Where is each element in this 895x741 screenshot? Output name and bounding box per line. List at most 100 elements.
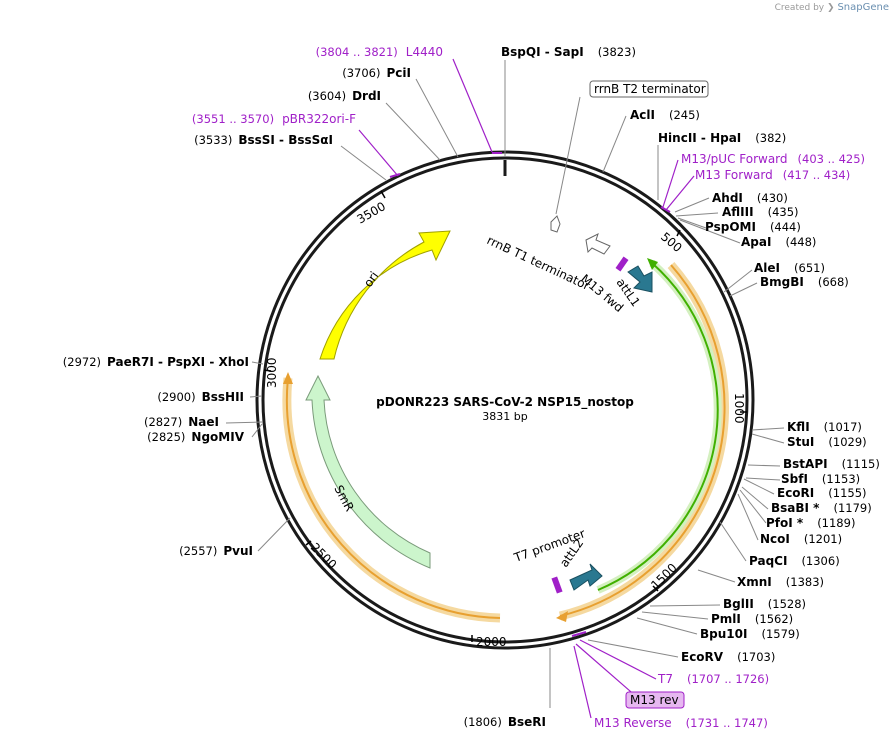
site-pos: (1017) bbox=[824, 420, 862, 434]
site-apai[interactable]: ApaI(448) bbox=[741, 235, 816, 249]
site-pos: (1153) bbox=[822, 472, 860, 486]
site-name: BspQI - SapI bbox=[501, 45, 584, 59]
snapgene-credit: Created by ❯ SnapGene bbox=[775, 2, 889, 13]
site-pspomi[interactable]: PspOMI (444) bbox=[705, 220, 801, 234]
site-name: XmnI bbox=[737, 575, 772, 589]
site-name: AleI bbox=[754, 261, 780, 275]
site-ecori[interactable]: EcoRI (1155) bbox=[777, 486, 867, 500]
site-pos: (1383) bbox=[786, 575, 824, 589]
primer-name: M13 Reverse bbox=[594, 716, 672, 730]
site-paqci[interactable]: PaqCI(1306) bbox=[749, 554, 840, 568]
ori-feature: ori bbox=[319, 230, 451, 360]
site-name: SbfI bbox=[781, 472, 808, 486]
site-pos: (444) bbox=[770, 220, 801, 234]
smr-label: SmR bbox=[331, 483, 356, 514]
site-name: KflI bbox=[787, 420, 810, 434]
site-name: PaeR7I - PspXI - XhoI bbox=[107, 355, 249, 369]
site-pos: (3823) bbox=[598, 45, 636, 59]
site-pos: (1579) bbox=[761, 627, 799, 641]
primer-pos: (403 .. 425) bbox=[798, 152, 866, 166]
site-pfoi[interactable]: PfoI * (1189) bbox=[766, 516, 855, 530]
site-name: BglII bbox=[723, 597, 754, 611]
site-pos: (1528) bbox=[768, 597, 806, 611]
site-ecorv[interactable]: EcoRV(1703) bbox=[681, 650, 775, 664]
site-pos: (1201) bbox=[804, 532, 842, 546]
site-name: PspOMI bbox=[705, 220, 756, 234]
ori-label: ori bbox=[361, 269, 381, 290]
primer-m13-forward[interactable]: M13 Forward (417 .. 434) bbox=[695, 168, 850, 182]
site-name: BstAPI bbox=[783, 457, 828, 471]
site-bsshii[interactable]: (2900)BssHII bbox=[157, 390, 244, 404]
site-pos: (245) bbox=[669, 108, 700, 122]
site-bpu10i[interactable]: Bpu10I (1579) bbox=[700, 627, 800, 641]
site-stui[interactable]: StuI(1029) bbox=[787, 435, 867, 449]
site-pos: (1115) bbox=[842, 457, 880, 471]
site-bseri[interactable]: (1806)BseRI bbox=[464, 715, 546, 729]
tick-label: 1000 bbox=[732, 393, 746, 424]
site-sapi[interactable]: BspQI - SapI (3823) bbox=[501, 45, 636, 59]
credit-brand: SnapGene bbox=[837, 2, 889, 13]
site-pos: (1155) bbox=[828, 486, 866, 500]
rrnb-t2-box bbox=[589, 80, 709, 98]
primer-pos: (417 .. 434) bbox=[783, 168, 851, 182]
site-name: EcoRI bbox=[777, 486, 814, 500]
site-pos: (3706) bbox=[342, 66, 380, 80]
site-pos: (1562) bbox=[755, 612, 793, 626]
site-name: PciI bbox=[387, 66, 412, 80]
primer-m13-puc-forward[interactable]: M13/pUC Forward(403 .. 425) bbox=[681, 152, 865, 166]
site-name: BsaBI * bbox=[771, 501, 820, 515]
site-name: HincII - HpaI bbox=[658, 131, 741, 145]
site-xhoi[interactable]: (2972)PaeR7I - PspXI - XhoI bbox=[63, 355, 249, 369]
primer-t7[interactable]: T7(1707 .. 1726) bbox=[657, 672, 769, 686]
smr-feature: SmR bbox=[305, 374, 431, 569]
primer-pos: (3551 .. 3570) bbox=[192, 112, 274, 126]
site-pos: (1189) bbox=[817, 516, 855, 530]
site-drdi[interactable]: (3604)DrdI bbox=[308, 89, 381, 103]
site-name: BmgBI bbox=[760, 275, 804, 289]
site-pvui[interactable]: (2557)PvuI bbox=[179, 544, 253, 558]
site-name: AhdI bbox=[712, 191, 743, 205]
primer-l4440[interactable]: (3804 .. 3821) L4440 bbox=[316, 45, 443, 59]
site-pos: (1703) bbox=[737, 650, 775, 664]
site-ngomiv[interactable]: (2825)NgoMIV bbox=[147, 430, 245, 444]
site-pos: (1806) bbox=[464, 715, 502, 729]
site-bstapi[interactable]: BstAPI (1115) bbox=[783, 457, 880, 471]
primer-name: M13 Forward bbox=[695, 168, 773, 182]
site-pos: (448) bbox=[785, 235, 816, 249]
site-ahdi[interactable]: AhdI (430) bbox=[712, 191, 788, 205]
site-name: AclI bbox=[630, 108, 655, 122]
site-naei[interactable]: (2827) NaeI bbox=[144, 415, 219, 429]
m13-fwd-marker bbox=[615, 256, 629, 272]
site-bglii[interactable]: BglII (1528) bbox=[723, 597, 806, 611]
site-name: PfoI * bbox=[766, 516, 804, 530]
site-pcii[interactable]: (3706) PciI bbox=[342, 66, 411, 80]
site-pos: (382) bbox=[755, 131, 786, 145]
site-afliii[interactable]: AflIII(435) bbox=[722, 205, 799, 219]
primer-m13-reverse[interactable]: M13 Reverse(1731 .. 1747) bbox=[594, 716, 768, 730]
credit-prefix: Created by bbox=[774, 3, 825, 13]
site-sbfi[interactable]: SbfI (1153) bbox=[781, 472, 860, 486]
site-hpai[interactable]: HincII - HpaI (382) bbox=[658, 131, 786, 145]
site-kfli[interactable]: KflI (1017) bbox=[787, 420, 862, 434]
site-name: NaeI bbox=[188, 415, 219, 429]
site-pos: (2827) bbox=[144, 415, 182, 429]
site-bsssi[interactable]: (3533)BssSI - BssSαI bbox=[194, 133, 333, 147]
site-bmgbi[interactable]: BmgBI(668) bbox=[760, 275, 849, 289]
primer-pos: (3804 .. 3821) bbox=[316, 45, 398, 59]
site-ncoi[interactable]: NcoI(1201) bbox=[760, 532, 842, 546]
site-pos: (430) bbox=[757, 191, 788, 205]
primer-name: L4440 bbox=[406, 45, 443, 59]
site-xmni[interactable]: XmnI (1383) bbox=[737, 575, 824, 589]
site-alei[interactable]: AleI(651) bbox=[754, 261, 825, 275]
snapgene-logo-icon: ❯ bbox=[827, 3, 835, 13]
primer-pbr322ori-f[interactable]: (3551 .. 3570)pBR322ori-F bbox=[192, 112, 356, 126]
site-acli[interactable]: AclI (245) bbox=[630, 108, 700, 122]
attl2-arrow bbox=[569, 563, 603, 591]
primer-m13-rev[interactable]: M13 rev bbox=[630, 693, 679, 707]
site-name: Bpu10I bbox=[700, 627, 747, 641]
site-bsabi[interactable]: BsaBI *(1179) bbox=[771, 501, 872, 515]
site-pmli[interactable]: PmlI(1562) bbox=[711, 612, 793, 626]
site-pos: (435) bbox=[768, 205, 799, 219]
tick-label: 3500 bbox=[355, 199, 388, 226]
